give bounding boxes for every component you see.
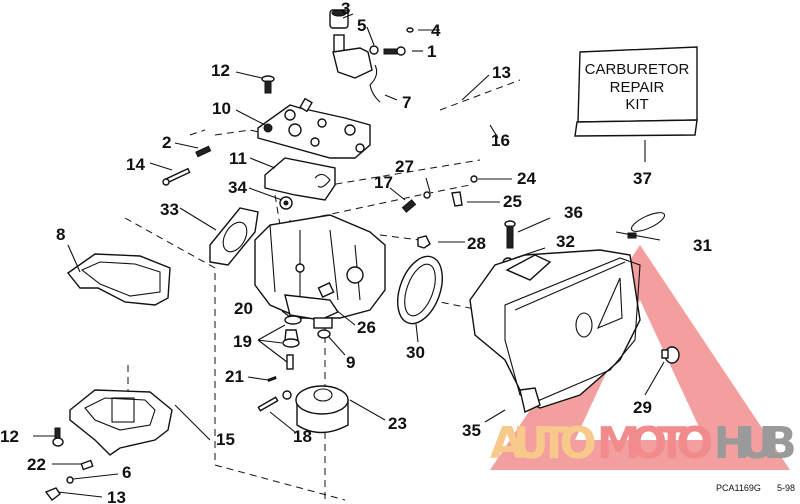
callout-19: 18 (293, 427, 312, 446)
part-37-screw (504, 220, 516, 249)
callout-36: 35 (462, 421, 481, 440)
callout-4: 4 (431, 21, 441, 40)
callout-17: 16 (491, 131, 510, 150)
part-12-screw-upper (261, 75, 275, 94)
part-31-seal (397, 255, 443, 325)
part-34-gasket (209, 207, 259, 266)
part-3-cap (329, 9, 349, 29)
callout-5: 5 (357, 16, 366, 35)
date-code: 5-98 (777, 483, 795, 493)
callout-30: 29 (633, 398, 652, 417)
callout-24: 23 (388, 414, 407, 433)
part-10-pump-body (257, 97, 371, 159)
callout-18: 17 (374, 173, 393, 192)
part-25-screw (470, 175, 478, 183)
part-32-clamp (627, 212, 666, 239)
part-20-needle-seat (282, 329, 300, 370)
callout-29: 28 (467, 234, 486, 253)
part-9-washer (317, 329, 331, 339)
kit-label-line-1: CARBURETOR (585, 61, 690, 78)
leader-lines (33, 13, 665, 498)
kit-label-line-3: KIT (625, 96, 648, 113)
callout-23: 22 (27, 455, 46, 474)
callout-3: 3 (341, 0, 350, 18)
repair-kit-box: CARBURETOR REPAIR KIT (574, 46, 698, 137)
callout-28: 27 (395, 157, 414, 176)
callout-20: 19 (233, 332, 252, 351)
callout-6: 6 (122, 463, 131, 482)
watermark-triangle-shape (490, 245, 790, 470)
part-19-pin (257, 396, 279, 412)
watermark-hub: HUB (714, 418, 797, 469)
part-11-detail (314, 173, 331, 188)
part-22-pin (267, 376, 277, 382)
part-1-screw (383, 46, 406, 56)
callout-21: 20 (234, 299, 253, 318)
callout-13: 13 (107, 488, 126, 504)
part-36-silencer (469, 249, 641, 414)
assembly-line (124, 217, 346, 501)
part-21-washer (284, 315, 302, 325)
part-5-fitting (332, 34, 379, 79)
part-8-gasket (66, 253, 171, 306)
part-2-spring (195, 145, 212, 158)
watermark-text: AUTO MOTO HUB (490, 418, 797, 469)
part-12-screw-lower (52, 427, 64, 447)
callout-12-lower: 12 (0, 427, 19, 446)
part-30-plug (661, 346, 680, 364)
part-13-plug (44, 487, 61, 501)
drawing-code: PCA1169G (716, 483, 761, 493)
callout-33: 32 (556, 232, 575, 251)
callout-25: 24 (517, 169, 536, 188)
callout-2: 2 (162, 133, 171, 152)
watermark-triangle (490, 245, 790, 470)
part-15-screw (162, 167, 191, 186)
callout-26: 25 (503, 192, 522, 211)
carburetor-body (254, 214, 386, 329)
part-28-ball (423, 191, 431, 199)
part-6-washer (66, 476, 74, 484)
callout-15: 14 (126, 155, 145, 174)
callout-31: 30 (406, 343, 425, 362)
callout-32: 31 (693, 236, 712, 255)
part-4-washer (406, 27, 414, 33)
callout-labels: 3 5 4 1 7 12 10 2 14 11 34 33 8 13 16 27… (0, 0, 712, 504)
callout-16: 15 (216, 430, 235, 449)
part-7-link (369, 64, 381, 103)
callout-38: 37 (633, 169, 652, 188)
callout-35: 34 (228, 178, 247, 197)
callout-1: 1 (427, 42, 436, 61)
watermark-auto: AUTO (490, 418, 597, 469)
callout-22: 21 (225, 367, 244, 386)
callout-37: 36 (564, 203, 583, 222)
assembly-line (379, 234, 421, 241)
part-29-fitting (417, 235, 431, 249)
callout-34: 33 (160, 200, 179, 219)
part-24-float (282, 385, 349, 434)
part-11-diaphragm (264, 157, 336, 201)
callout-9: 9 (346, 353, 355, 372)
part-18-screw (401, 199, 417, 213)
assembly-line (439, 79, 521, 111)
watermark-moto: MOTO (597, 418, 714, 469)
kit-label-line-2: REPAIR (610, 79, 665, 96)
callout-11: 11 (229, 149, 247, 168)
callout-7: 7 (402, 93, 411, 112)
assembly-line (189, 129, 206, 136)
callout-12-upper: 12 (211, 61, 230, 80)
part-26-bracket (451, 191, 463, 207)
part-35-nut (279, 196, 293, 210)
callout-27: 26 (357, 318, 376, 337)
callout-14: 13 (492, 63, 511, 82)
callout-10: 10 (212, 99, 231, 118)
callout-8: 8 (56, 225, 65, 244)
part-23-screw (80, 459, 94, 471)
part-16-float-bowl (69, 389, 173, 456)
assembly-line (274, 184, 471, 226)
